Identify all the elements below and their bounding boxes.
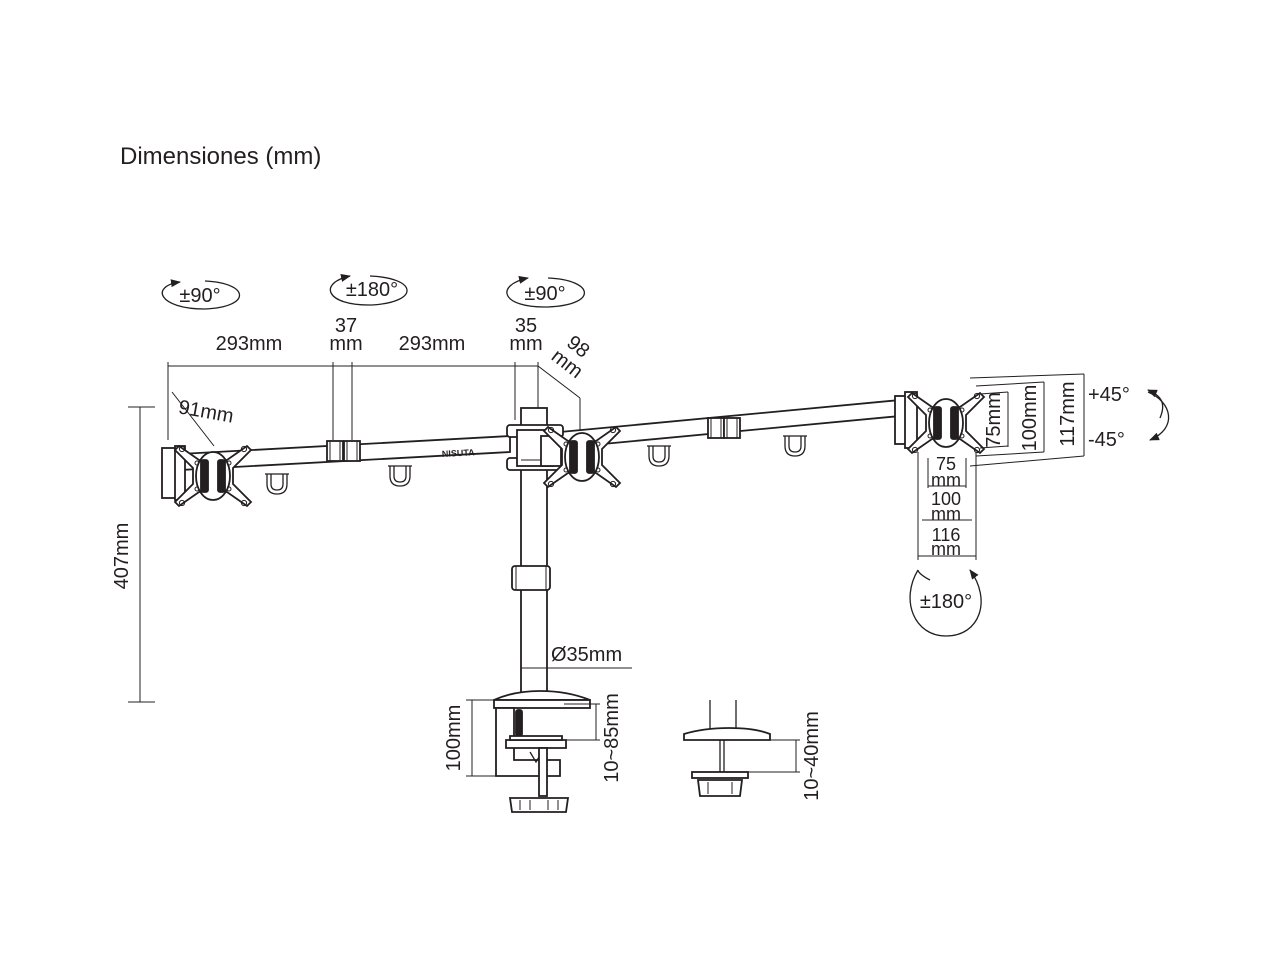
vesa-h116-number: 116	[932, 525, 961, 545]
center-tilt-label: ±90°	[524, 283, 565, 305]
vesa-h75-number: 75	[936, 454, 956, 474]
vesa-v117-label: 117mm	[1057, 381, 1079, 446]
vesa-v100-label: 100mm	[1019, 385, 1041, 452]
right-rotation-label: ±180°	[920, 591, 972, 613]
gap-center-number: 35	[515, 315, 537, 337]
right-vesa-plate	[894, 391, 985, 454]
vesa-vertical-dimensions: 75mm 100mm 117mm	[969, 373, 1085, 467]
center-vesa-plate	[540, 426, 621, 488]
height-label: 407mm	[111, 523, 133, 590]
vesa-h75-unit: mm	[931, 470, 961, 490]
tilt-down-label: -45°	[1088, 429, 1125, 451]
left-rotation-indicator: ±90°	[161, 279, 240, 310]
gap-center-unit: mm	[509, 333, 542, 355]
center-swivel-label: ±180°	[346, 279, 398, 301]
gap-left-unit: mm	[329, 333, 362, 355]
arm-assembly: NISUTA	[179, 399, 901, 495]
plate-offset-dimension: 91mm	[171, 391, 236, 447]
left-rotation-label: ±90°	[179, 285, 220, 307]
vesa-v75-label: 75mm	[983, 392, 1005, 448]
tilt-up-label: +45°	[1088, 384, 1130, 406]
diagram-title: Dimensiones (mm)	[120, 143, 321, 170]
arm-left-length: 293mm	[216, 333, 283, 355]
center-tilt-indicator: ±90°	[506, 275, 586, 308]
left-vesa-plate	[161, 445, 252, 507]
clamp-height-label: 100mm	[443, 705, 465, 772]
clamp-range-label: 10~85mm	[601, 693, 623, 783]
arm-right-length: 293mm	[399, 333, 466, 355]
pole-diameter-label: Ø35mm	[551, 644, 622, 666]
vesa-horizontal-dimensions: 75 mm 100 mm 116 mm	[917, 452, 977, 560]
brand-label: NISUTA	[442, 447, 476, 459]
vesa-h100-unit: mm	[931, 504, 961, 524]
right-rotation-indicator: ±180°	[909, 569, 982, 637]
vesa-h116-unit: mm	[931, 539, 961, 559]
height-dimension: 407mm	[111, 406, 155, 703]
grommet-range-label: 10~40mm	[801, 711, 823, 801]
tilt-indicator: +45° -45°	[1088, 384, 1170, 451]
desk-clamp: 100mm 10~85mm	[443, 690, 623, 813]
gap-left-number: 37	[335, 315, 357, 337]
grommet-mount: 10~40mm	[683, 700, 823, 801]
center-swivel-indicator: ±180°	[329, 274, 408, 306]
vesa-h100-number: 100	[931, 489, 961, 509]
plate-offset-label: 91mm	[177, 396, 236, 427]
